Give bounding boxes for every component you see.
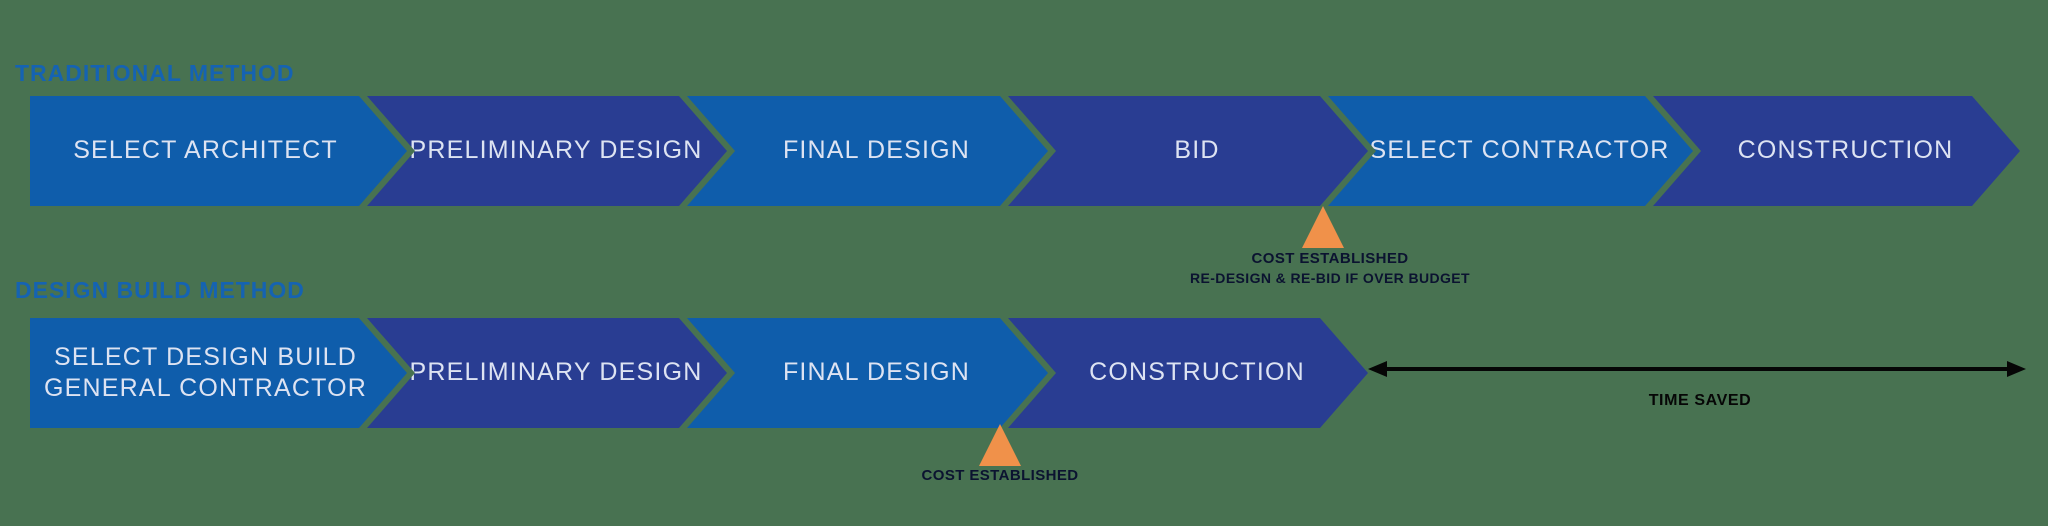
step-label: SELECT ARCHITECT [73, 136, 338, 165]
time-saved-label: TIME SAVED [1648, 392, 1752, 409]
time-saved-arrow-line [1386, 367, 2012, 371]
step-preliminary-design-db: PRELIMINARY DESIGN [367, 318, 727, 428]
step-preliminary-design: PRELIMINARY DESIGN [367, 96, 727, 206]
step-final-design-db: FINAL DESIGN [687, 318, 1048, 428]
cost-milestone-triangle-icon [1302, 206, 1344, 248]
step-label: CONSTRUCTION [1737, 136, 1954, 165]
step-label-line2: GENERAL CONTRACTOR [43, 374, 368, 402]
milestone-caption-line: RE-DESIGN & RE-BID IF OVER BUDGET [1190, 269, 1470, 286]
traditional-method-title: TRADITIONAL METHOD [15, 60, 295, 86]
cost-milestone-caption-design-build: COST ESTABLISHED [860, 466, 1140, 486]
arrow-right-head-icon [2007, 361, 2026, 377]
step-final-design: FINAL DESIGN [687, 96, 1048, 206]
design-build-method-title: DESIGN BUILD METHOD [15, 277, 305, 303]
cost-milestone-caption-traditional: COST ESTABLISHED RE-DESIGN & RE-BID IF O… [1140, 249, 1520, 287]
step-label: CONSTRUCTION [1089, 358, 1305, 387]
step-label: PRELIMINARY DESIGN [409, 358, 703, 387]
step-construction-traditional: CONSTRUCTION [1653, 96, 2020, 206]
step-bid: BID [1008, 96, 1368, 206]
design-build-method-row: SELECT DESIGN BUILD GENERAL CONTRACTOR P… [0, 318, 2048, 428]
cost-milestone-triangle-icon [979, 424, 1021, 466]
step-construction-db: CONSTRUCTION [1008, 318, 1368, 428]
step-label: BID [1174, 136, 1220, 165]
traditional-method-row: SELECT ARCHITECT PRELIMINARY DESIGN FINA… [0, 96, 2048, 206]
arrow-left-head-icon [1368, 361, 1387, 377]
step-label: FINAL DESIGN [782, 136, 971, 165]
step-select-design-build-general-contractor: SELECT DESIGN BUILD GENERAL CONTRACTOR [30, 318, 407, 428]
step-label: SELECT CONTRACTOR [1369, 136, 1670, 165]
step-label: FINAL DESIGN [782, 358, 971, 387]
step-select-architect: SELECT ARCHITECT [30, 96, 407, 206]
step-label: PRELIMINARY DESIGN [409, 136, 703, 165]
step-select-contractor: SELECT CONTRACTOR [1328, 96, 1693, 206]
milestone-caption-line: COST ESTABLISHED [1251, 250, 1409, 267]
milestone-caption-line: COST ESTABLISHED [921, 467, 1079, 484]
step-label-line1: SELECT DESIGN BUILD [54, 342, 357, 371]
